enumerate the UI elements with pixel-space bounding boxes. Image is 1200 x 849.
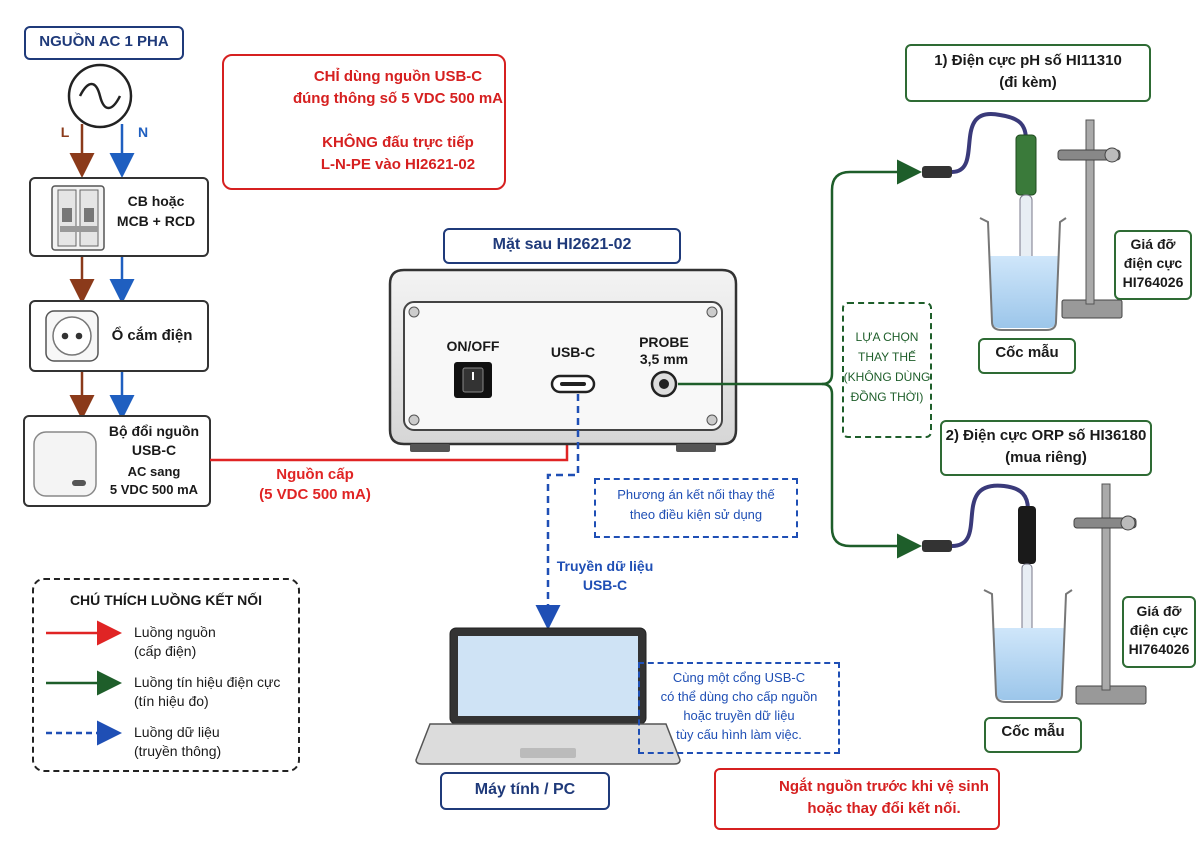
usb-c-port[interactable] — [550, 374, 596, 394]
breaker-label-1: CB hoặc — [127, 193, 185, 209]
warning-bottom-box — [714, 768, 1000, 830]
warning-bottom-line1: Ngắt nguồn trước khi vệ sinh — [779, 778, 989, 795]
choice-line1: LỰA CHỌN — [855, 330, 919, 344]
holder-bottom-line3: HI764026 — [1128, 641, 1190, 657]
laptop-label: Máy tính / PC — [474, 781, 576, 798]
data-transfer-label-2: USB-C — [582, 577, 628, 593]
legend-power-line1: Luồng nguồn — [134, 624, 216, 640]
warning-top-line3: KHÔNG đấu trực tiếp — [322, 134, 474, 151]
legend-power-line2: (cấp điện) — [134, 643, 197, 659]
source-title: NGUỒN AC 1 PHA — [39, 33, 169, 50]
n-label: N — [137, 124, 149, 140]
power-feed-label-2: (5 VDC 500 mA) — [259, 486, 371, 503]
beaker-top-icon — [979, 217, 1067, 331]
alt-connection-line1: Phương án kết nối thay thế — [617, 487, 775, 502]
warning-top-line4: L-N-PE vào HI2621-02 — [320, 156, 476, 173]
source-title-box — [24, 26, 184, 60]
legend-signal-line1: Luồng tín hiệu điện cực — [134, 674, 281, 690]
adapter-label-4: 5 VDC 500 mA — [109, 482, 199, 497]
device-title-box — [443, 228, 681, 264]
holder-bottom-line1: Giá đỡ — [1136, 603, 1182, 619]
breaker-icon — [51, 185, 105, 251]
socket-icon — [45, 310, 99, 362]
holder-top-line1: Giá đỡ — [1130, 236, 1176, 252]
data-line — [535, 394, 580, 630]
probe-label-2: 3,5 mm — [639, 351, 689, 367]
probe-label-1: PROBE — [639, 334, 689, 350]
legend-signal-line2: (tín hiệu đo) — [134, 693, 209, 709]
holder-bottom-line2: điện cực — [1129, 622, 1189, 638]
orp-electrode-line1: 2) Điện cực ORP số HI36180 — [945, 427, 1147, 444]
electrode-holder-bottom-icon — [1073, 483, 1147, 705]
adapter-label-3: AC sang — [127, 464, 181, 479]
laptop-icon — [415, 627, 681, 765]
adapter-label-1: Bộ đổi nguồn — [108, 423, 200, 439]
holder-bottom-box — [1122, 596, 1196, 668]
orp-electrode-box — [940, 420, 1152, 476]
device-title: Mặt sau HI2621-02 — [492, 236, 632, 253]
on-off-label: ON/OFF — [446, 338, 500, 354]
ph-electrode-line1: 1) Điện cực pH số HI11310 — [934, 52, 1122, 69]
breaker-label-2: MCB + RCD — [116, 213, 196, 229]
beaker-bottom-label: Cốc mẫu — [1001, 723, 1065, 740]
ph-electrode-line2: (đi kèm) — [999, 74, 1057, 91]
alt-connection-box — [594, 478, 798, 538]
holder-top-line3: HI764026 — [1122, 274, 1184, 290]
beaker-top-box — [978, 338, 1076, 374]
holder-top-line2: điện cực — [1123, 255, 1183, 271]
ph-electrode-box — [905, 44, 1151, 102]
usb-c-label: USB-C — [550, 344, 596, 360]
power-switch[interactable] — [454, 362, 492, 398]
same-port-line4: tùy cấu hình làm việc. — [676, 727, 802, 742]
same-port-box — [638, 662, 840, 754]
ac-source-icon — [67, 63, 133, 129]
alt-connection-line2: theo điều kiện sử dụng — [629, 507, 763, 522]
same-port-line2: có thể dùng cho cấp nguồn — [660, 689, 818, 704]
adapter-label-2: USB-C — [131, 442, 177, 458]
l-label: L — [60, 124, 70, 140]
legend-data-line1: Luồng dữ liệu — [134, 724, 220, 740]
legend-box — [32, 578, 300, 772]
beaker-bottom-box — [984, 717, 1082, 753]
electrode-holder-top-icon — [1057, 119, 1123, 319]
warning-top-line2: đúng thông số 5 VDC 500 mA — [292, 90, 503, 107]
choice-line2: THAY THẾ — [857, 350, 916, 364]
warning-bottom-line2: hoặc thay đổi kết nối. — [807, 800, 961, 817]
ph-electrode-icon — [922, 112, 1037, 311]
same-port-line3: hoặc truyền dữ liệu — [683, 708, 795, 723]
legend-data-line2: (truyền thông) — [134, 743, 222, 759]
beaker-top-label: Cốc mẫu — [995, 344, 1059, 361]
holder-top-box — [1114, 230, 1192, 300]
same-port-line1: Cùng một cổng USB-C — [672, 670, 806, 685]
beaker-bottom-icon — [983, 589, 1073, 703]
legend-title: CHÚ THÍCH LUỒNG KẾT NỐI — [69, 592, 263, 608]
choice-line4: ĐỒNG THỜI) — [850, 390, 924, 404]
usb-adapter-icon — [33, 431, 97, 497]
data-transfer-label-1: Truyền dữ liệu — [556, 558, 654, 574]
laptop-label-box — [440, 772, 610, 810]
power-feed-label-1: Nguồn cấp — [276, 466, 354, 483]
signal-lines — [678, 159, 922, 559]
probe-jack[interactable] — [650, 370, 678, 398]
orp-electrode-line2: (mua riêng) — [1005, 449, 1087, 466]
warning-top-box — [222, 54, 506, 190]
socket-label: Ổ cắm điện — [111, 327, 193, 344]
choice-line3: (KHÔNG DÙNG — [843, 370, 931, 384]
warning-top-line1: CHỈ dùng nguồn USB-C — [313, 68, 483, 85]
choice-box — [842, 302, 932, 438]
